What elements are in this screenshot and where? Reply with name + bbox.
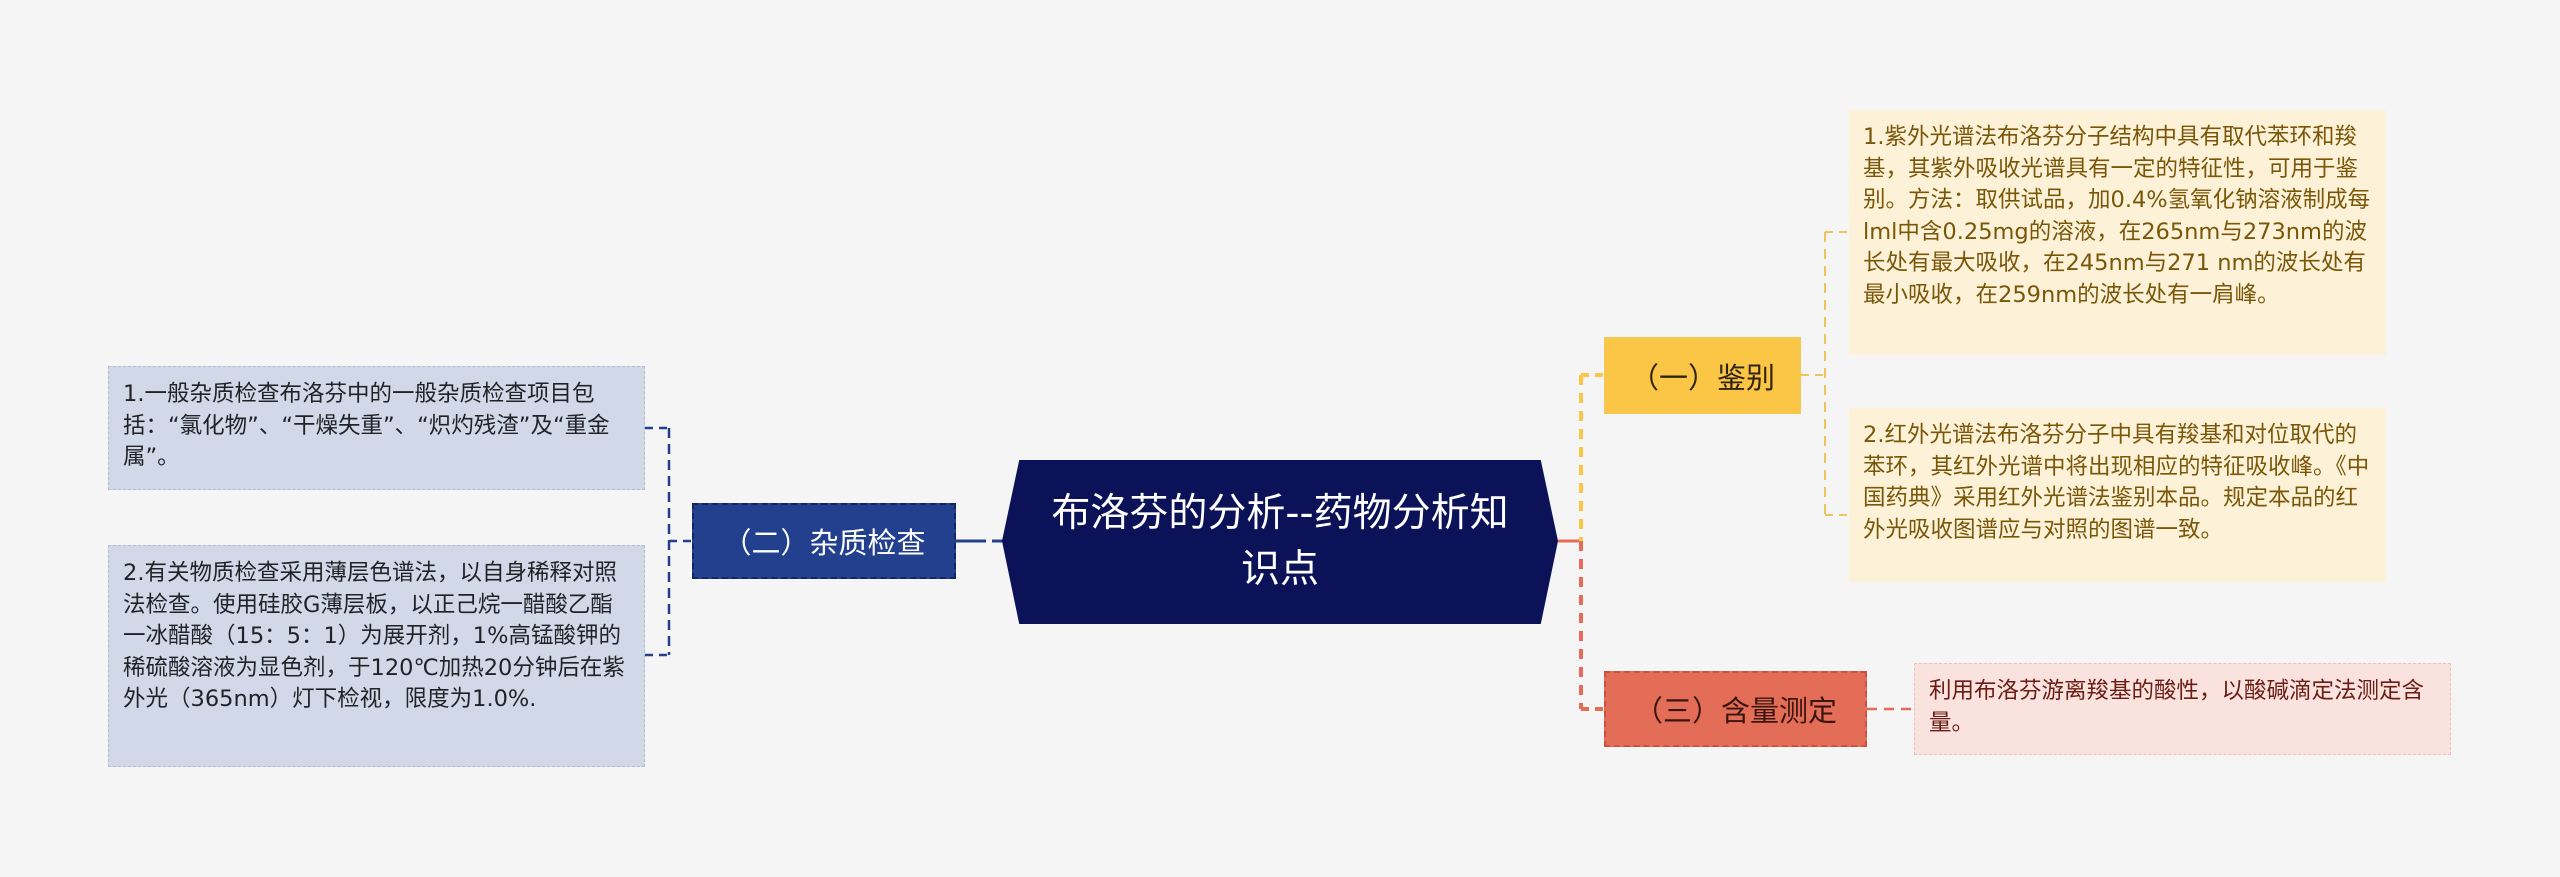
leaf-text: 2.红外光谱法布洛芬分子中具有羧基和对位取代的苯环，其红外光谱中将出现相应的特征… (1863, 422, 2370, 543)
branch-impurity-check[interactable]: （二）杂质检查 (692, 503, 956, 579)
leaf-uv-spectroscopy[interactable]: 1.紫外光谱法布洛芬分子结构中具有取代苯环和羧基，其紫外吸收光谱具有一定的特征性… (1849, 110, 2386, 355)
leaf-text: 1.紫外光谱法布洛芬分子结构中具有取代苯环和羧基，其紫外吸收光谱具有一定的特征性… (1863, 124, 2371, 308)
branch-label: （三）含量测定 (1633, 694, 1837, 728)
branch-identification[interactable]: （一）鉴别 (1604, 337, 1801, 414)
leaf-text: 利用布洛芬游离羧基的酸性，以酸碱滴定法测定含量。 (1929, 678, 2425, 736)
root-title: 布洛芬的分析--药物分析知识点 (1051, 491, 1509, 592)
leaf-ir-spectroscopy[interactable]: 2.红外光谱法布洛芬分子中具有羧基和对位取代的苯环，其红外光谱中将出现相应的特征… (1849, 408, 2386, 582)
root-node[interactable]: 布洛芬的分析--药物分析知识点 (1002, 460, 1558, 624)
branch-label: （一）鉴别 (1629, 360, 1775, 395)
leaf-text: 1.一般杂质检查布洛芬中的一般杂质检查项目包括：“氯化物”、“干燥失重”、“炽灼… (123, 381, 610, 470)
leaf-text: 2.有关物质检查采用薄层色谱法，以自身稀释对照法检查。使用硅胶G薄层板，以正己烷… (123, 560, 625, 712)
branch-assay[interactable]: （三）含量测定 (1604, 671, 1867, 747)
leaf-acid-base-titration[interactable]: 利用布洛芬游离羧基的酸性，以酸碱滴定法测定含量。 (1914, 663, 2451, 755)
leaf-general-impurity[interactable]: 1.一般杂质检查布洛芬中的一般杂质检查项目包括：“氯化物”、“干燥失重”、“炽灼… (108, 366, 645, 490)
branch-label: （二）杂质检查 (722, 526, 926, 560)
leaf-related-substances[interactable]: 2.有关物质检查采用薄层色谱法，以自身稀释对照法检查。使用硅胶G薄层板，以正己烷… (108, 545, 645, 767)
